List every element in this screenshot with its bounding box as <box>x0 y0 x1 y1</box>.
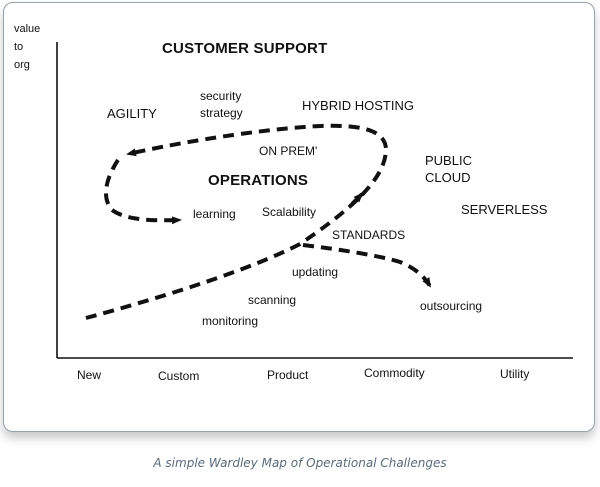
component-serverless: SERVERLESS <box>461 202 548 217</box>
component-monitoring: monitoring <box>202 314 259 328</box>
component-outsourcing: outsourcing <box>420 299 483 313</box>
y-axis-label-line-2: to <box>14 41 24 53</box>
y-axis-label-line-3: org <box>14 59 30 71</box>
evolution-path-learning <box>103 158 182 225</box>
component-updating: updating <box>292 265 339 279</box>
x-tick-commodity: Commodity <box>364 366 425 380</box>
component-scanning: scanning <box>248 293 297 307</box>
map-card <box>3 2 595 432</box>
component-public-cloud: PUBLIC CLOUD <box>425 152 472 186</box>
component-agility: AGILITY <box>107 106 157 121</box>
public-cloud-line-2: CLOUD <box>425 170 471 185</box>
component-standards: STANDARDS <box>332 228 406 242</box>
component-scalability: Scalability <box>262 205 317 219</box>
y-axis-label-line-1: value <box>14 23 41 35</box>
evolution-path-main <box>85 123 389 320</box>
security-strategy-line-1: security <box>200 89 242 103</box>
component-learning: learning <box>193 207 236 221</box>
x-tick-custom: Custom <box>158 369 200 383</box>
figure-caption: A simple Wardley Map of Operational Chal… <box>153 456 447 470</box>
x-tick-utility: Utility <box>500 367 530 381</box>
x-tick-new: New <box>77 368 102 382</box>
security-strategy-line-2: strategy <box>200 106 243 120</box>
component-customer-support: CUSTOMER SUPPORT <box>162 40 328 57</box>
evolution-path-outsourcing <box>302 243 432 288</box>
component-hybrid-hosting: HYBRID HOSTING <box>302 98 414 113</box>
public-cloud-line-1: PUBLIC <box>425 153 472 168</box>
x-tick-product: Product <box>267 368 309 382</box>
component-operations: OPERATIONS <box>208 172 309 189</box>
y-axis-label: value to org <box>14 20 40 74</box>
component-on-prem: ON PREM' <box>259 144 318 158</box>
evolution-arrow-standards <box>350 192 364 206</box>
component-security-strategy: security strategy <box>200 88 243 122</box>
